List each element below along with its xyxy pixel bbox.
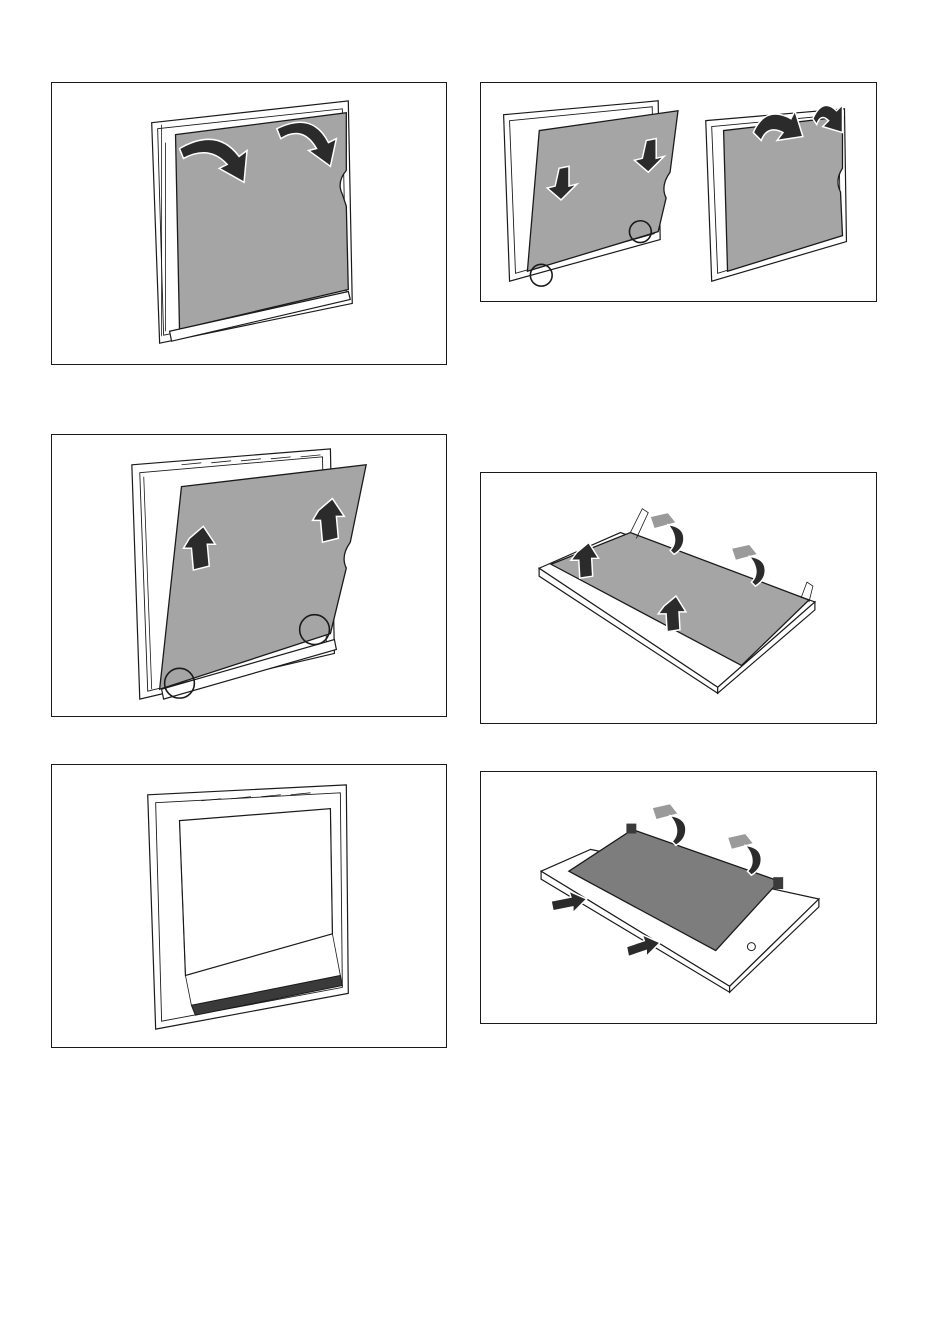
glass-pane-lift-flat-icon bbox=[481, 473, 876, 723]
figure-door-glass-lift bbox=[51, 434, 447, 717]
door-glass-insert-and-rotate-icon bbox=[481, 83, 876, 301]
clip-icon bbox=[773, 877, 783, 889]
clip-icon bbox=[626, 824, 636, 834]
door-frame-empty-icon bbox=[52, 765, 446, 1047]
figure-glass-push-in bbox=[480, 771, 877, 1024]
curved-arrow-icon bbox=[670, 816, 686, 846]
glass-pane bbox=[160, 465, 367, 689]
figure-door-glass-insert-rotate bbox=[480, 82, 877, 302]
door-glass-rotate-arrows-icon bbox=[52, 83, 446, 364]
door-glass-lift-arrows-icon bbox=[52, 435, 446, 716]
curved-arrow-icon bbox=[745, 845, 761, 875]
curved-arrow-icon bbox=[668, 525, 684, 555]
curved-arrow-icon bbox=[749, 556, 765, 586]
glass-pane-push-into-frame-icon bbox=[481, 772, 876, 1023]
figure-door-glass-rotate bbox=[51, 82, 447, 365]
figure-glass-flat-lift bbox=[480, 472, 877, 724]
figure-door-frame-empty bbox=[51, 764, 447, 1048]
